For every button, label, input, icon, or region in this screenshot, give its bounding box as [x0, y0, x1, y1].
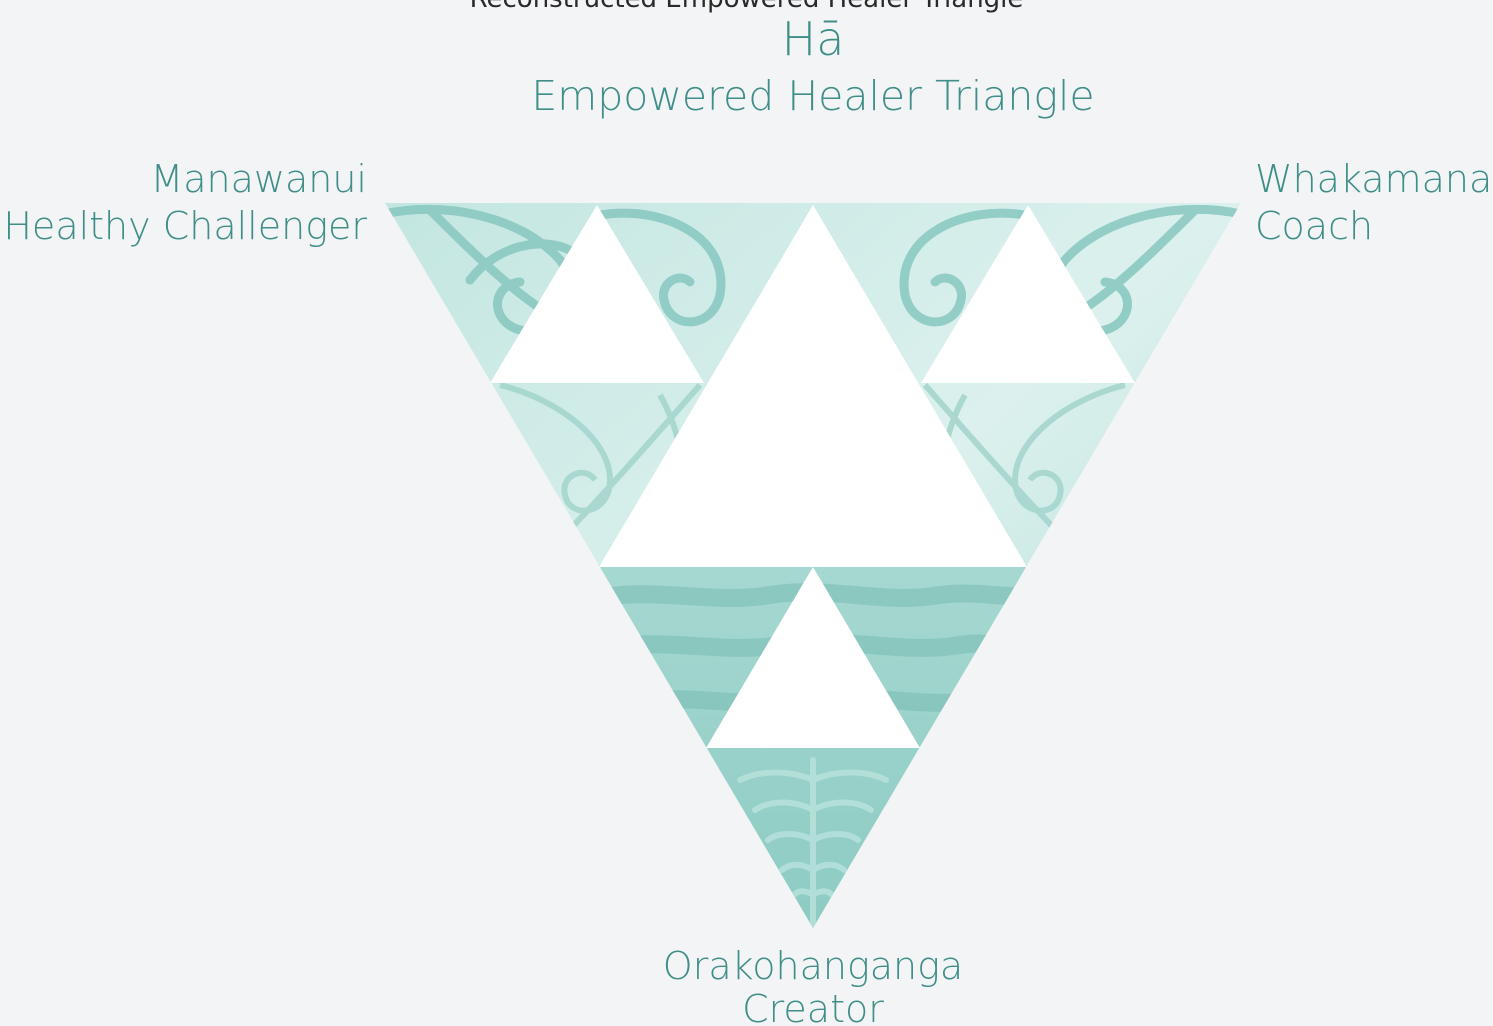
white-triangle-left [490, 205, 704, 383]
title-main: Hā [781, 12, 845, 66]
cut-off-caption: Reconstructed Empowered Healer Triangle [0, 0, 1493, 12]
white-triangle-bottom [706, 567, 920, 748]
left-corner-name: Manawanui [150, 157, 367, 201]
white-triangle-center [599, 205, 1027, 567]
bottom-corner-role: Creator [742, 987, 884, 1026]
title-subtitle: Empowered Healer Triangle [531, 72, 1095, 120]
bottom-corner-name: Orakohanganga [662, 944, 964, 988]
white-triangle-right [921, 205, 1135, 383]
right-corner-name: Whakamana [1255, 157, 1493, 201]
right-corner-role: Coach [1255, 204, 1374, 248]
left-corner-role: Healthy Challenger [3, 204, 367, 248]
